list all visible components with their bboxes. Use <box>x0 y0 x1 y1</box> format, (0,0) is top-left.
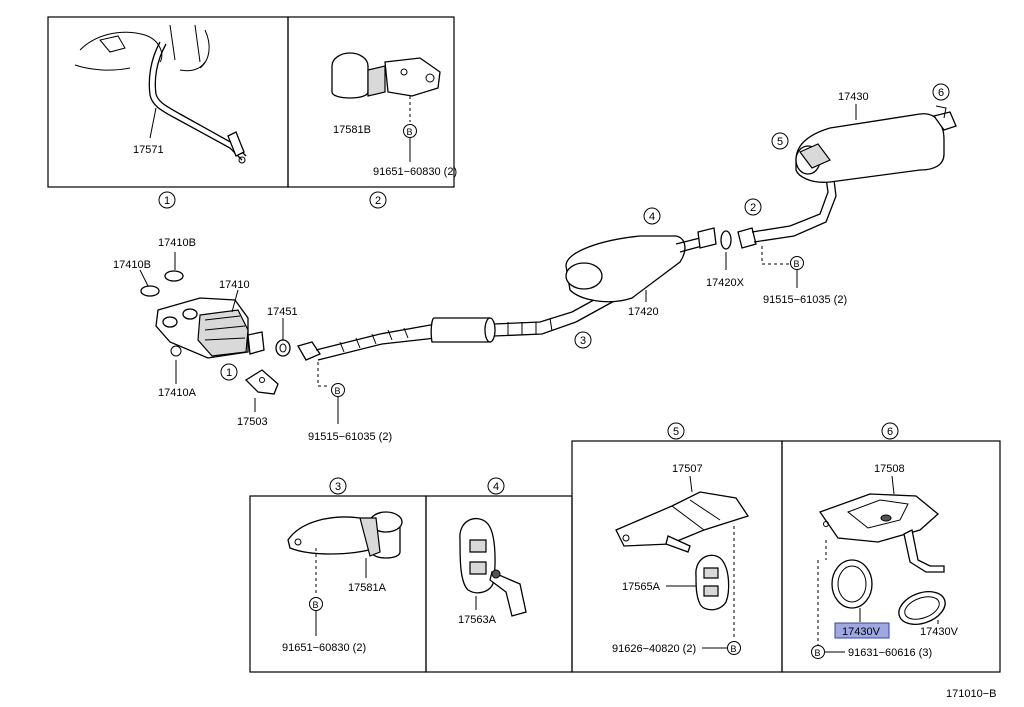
callout-3-inset <box>329 477 347 495</box>
label-17420: 17420 <box>628 306 659 318</box>
label-91651-bottom: 91651−60830 (2) <box>282 642 366 654</box>
callout-4-inset <box>487 477 505 495</box>
highlight-17430V <box>834 622 890 639</box>
hanger-17581B-drawing <box>331 52 441 99</box>
leader-17410 <box>231 289 239 313</box>
bolt-callout-top-letter: B <box>407 127 413 137</box>
callout-6-main-num: 6 <box>938 87 944 99</box>
label-17563A: 17563A <box>458 614 497 626</box>
label-17430V: 17430V <box>920 626 959 638</box>
label-17430: 17430 <box>838 91 869 103</box>
label-91515-right: 91515−61035 (2) <box>763 294 847 306</box>
bracket-17507-drawing <box>615 491 750 553</box>
inset-box-5 <box>571 440 783 673</box>
converter-17410-drawing <box>140 270 265 359</box>
callout-2-top <box>369 191 387 209</box>
bracket-17508-drawing <box>818 493 945 573</box>
svg-text:6: 6 <box>887 426 893 438</box>
label-17451: 17451 <box>267 306 298 318</box>
ring-17430V-drawing <box>831 559 946 625</box>
leader-17571 <box>149 107 157 139</box>
callout-1-top <box>158 191 176 209</box>
inset-box-6 <box>781 440 1001 673</box>
gasket-17451-drawing <box>275 339 291 357</box>
label-17503: 17503 <box>237 416 268 428</box>
hanger-17581A-drawing <box>287 511 403 559</box>
callout-5-main <box>771 132 789 150</box>
label-17507: 17507 <box>672 463 703 475</box>
callout-1-main <box>220 363 238 381</box>
front-pipe-drawing <box>297 311 577 361</box>
bolt-callout-top <box>403 124 417 138</box>
callout-2-main-num: 2 <box>750 202 756 214</box>
label-91515-left: 91515−61035 (2) <box>308 431 392 443</box>
tail-pipe-drawing <box>737 177 837 249</box>
label-17571: 17571 <box>133 144 164 156</box>
svg-text:B: B <box>815 648 821 658</box>
label-17581B: 17581B <box>333 124 371 136</box>
svg-text:3: 3 <box>335 481 341 493</box>
bracket-17503-drawing <box>244 369 279 395</box>
label-17508: 17508 <box>874 463 905 475</box>
muffler-17430-drawing <box>795 105 957 183</box>
callout-6-inset <box>881 422 899 440</box>
callout-2-main <box>744 198 762 216</box>
label-17565A: 17565A <box>622 581 661 593</box>
label-91651-top: 91651−60830 (2) <box>373 166 457 178</box>
callout-1-top-num: 1 <box>164 195 170 207</box>
cushion-17565A-drawing <box>695 554 730 611</box>
muffler-17420-drawing <box>565 235 703 323</box>
bolt-callout-inset3 <box>309 597 323 611</box>
label-17581A: 17581A <box>348 582 387 594</box>
label-17410B-2: 17410B <box>158 237 196 249</box>
inset-box-1 <box>47 16 289 188</box>
inset-box-2 <box>287 16 455 188</box>
label-91626: 91626−40820 (2) <box>612 643 696 655</box>
label-91631: 91631−60616 (3) <box>848 647 932 659</box>
diagram-code: 171010−B <box>946 688 996 700</box>
bolt-callout-right <box>790 256 804 270</box>
svg-text:5: 5 <box>673 426 679 438</box>
callout-3-main <box>574 331 592 349</box>
callout-6-main <box>932 83 950 101</box>
svg-text:4: 4 <box>493 481 499 493</box>
bolt-callout-left <box>331 383 345 397</box>
label-17410B-1: 17410B <box>113 259 151 271</box>
svg-text:B: B <box>313 600 319 610</box>
label-17420X: 17420X <box>706 277 745 289</box>
flange-drawing <box>697 227 717 249</box>
label-17410A: 17410A <box>158 387 197 399</box>
svg-text:B: B <box>731 644 737 654</box>
bolt-callout-inset5 <box>727 641 741 655</box>
svg-text:B: B <box>335 386 341 396</box>
label-17410: 17410 <box>219 279 250 291</box>
callout-3-main-num: 3 <box>580 335 586 347</box>
svg-text:B: B <box>794 259 800 269</box>
callout-1-main-num: 1 <box>226 367 232 379</box>
cushion-17563A-drawing <box>459 517 527 617</box>
callout-5-inset <box>667 422 685 440</box>
callout-5-main-num: 5 <box>777 136 783 148</box>
label-17430V-highlighted: 17430V <box>842 626 881 638</box>
bracket-17571-drawing <box>74 24 247 164</box>
callout-4-main <box>643 207 661 225</box>
callout-4-main-num: 4 <box>649 211 655 223</box>
bolt-callout-inset6 <box>811 645 825 659</box>
callout-2-top-num: 2 <box>375 195 381 207</box>
gasket-17420X-drawing <box>720 230 732 250</box>
leader-17410B-1 <box>139 269 149 287</box>
